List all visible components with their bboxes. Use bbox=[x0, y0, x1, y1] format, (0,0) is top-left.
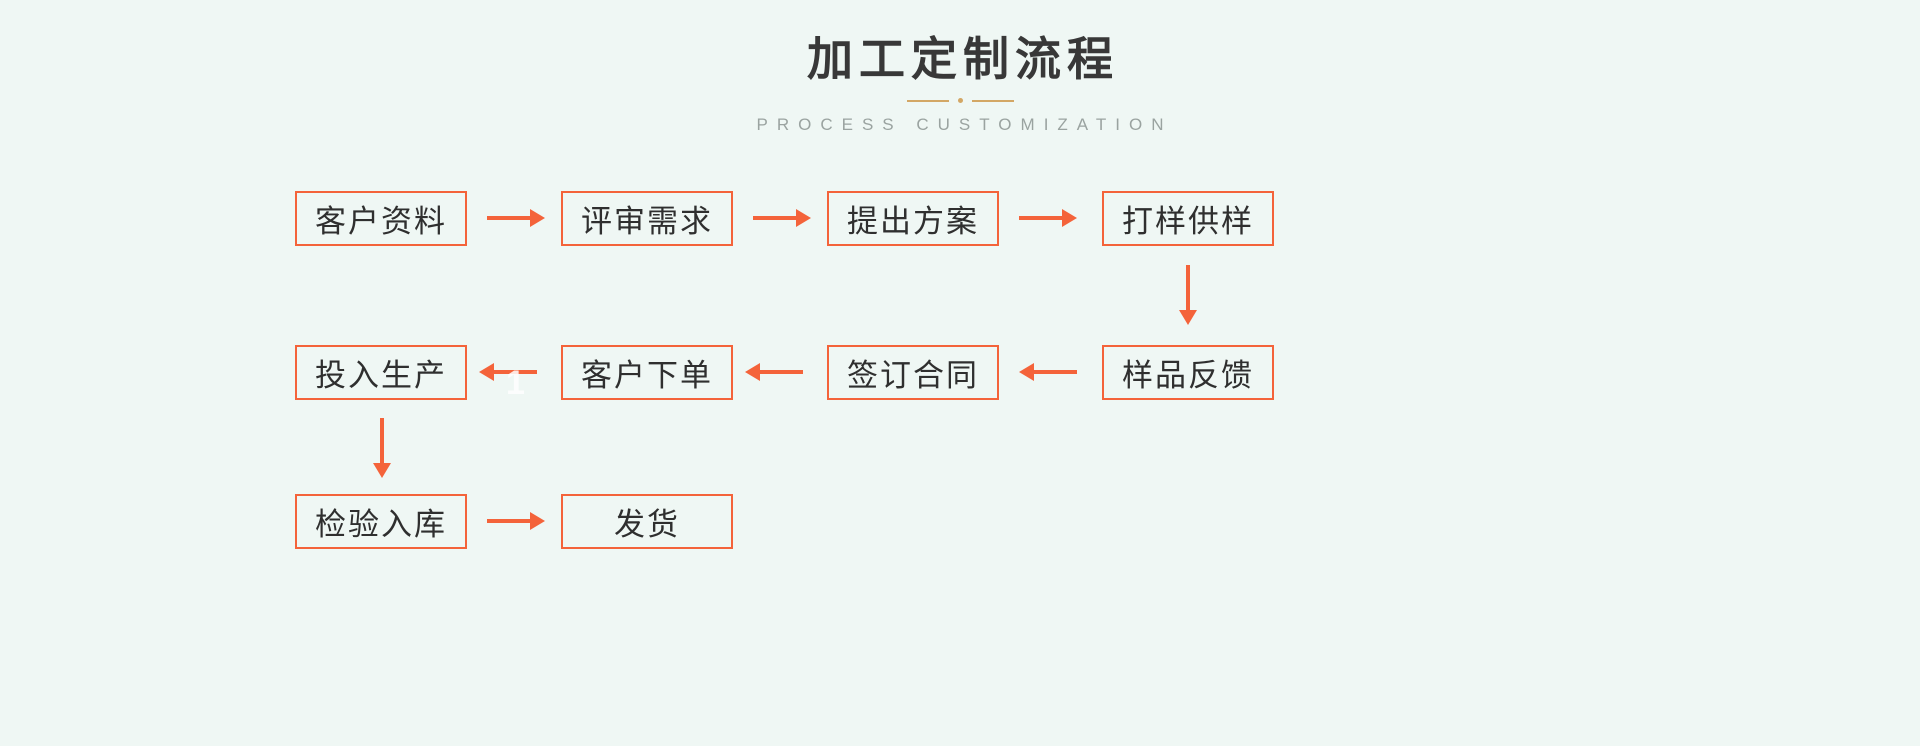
arrow-inspection-to-shipment bbox=[487, 508, 545, 534]
arrow-review-to-proposal bbox=[753, 205, 811, 231]
page-title: 加工定制流程 bbox=[807, 33, 1119, 85]
divider-bar-right bbox=[971, 99, 1014, 102]
flow-node-review-requirements[interactable]: 评审需求 bbox=[561, 191, 733, 246]
arrow-shaft bbox=[760, 370, 803, 374]
flow-node-submit-proposal[interactable]: 提出方案 bbox=[827, 191, 999, 246]
arrow-head bbox=[796, 209, 811, 227]
arrow-shaft bbox=[487, 216, 530, 220]
arrow-sampling-to-feedback bbox=[1175, 265, 1201, 325]
arrow-head bbox=[373, 463, 391, 478]
divider-bar-left bbox=[906, 99, 949, 102]
arrow-head bbox=[745, 363, 760, 381]
divider-dot bbox=[957, 98, 963, 104]
flow-node-start-production[interactable]: 投入生产 bbox=[295, 345, 467, 400]
arrow-shaft bbox=[380, 418, 384, 463]
arrow-customer-info-to-review bbox=[487, 205, 545, 231]
arrow-head bbox=[479, 363, 494, 381]
arrow-shaft bbox=[494, 370, 537, 374]
arrow-head bbox=[530, 512, 545, 530]
flow-node-shipment[interactable]: 发货 bbox=[561, 494, 733, 549]
arrow-shaft bbox=[753, 216, 796, 220]
arrow-head bbox=[1019, 363, 1034, 381]
arrow-proposal-to-sampling bbox=[1019, 205, 1077, 231]
arrow-production-to-inspection bbox=[369, 418, 395, 478]
flow-node-sample-making[interactable]: 打样供样 bbox=[1102, 191, 1274, 246]
arrow-shaft bbox=[1186, 265, 1190, 310]
flow-node-customer-info[interactable]: 客户资料 bbox=[295, 191, 467, 246]
arrow-head bbox=[1179, 310, 1197, 325]
flow-node-sample-feedback[interactable]: 样品反馈 bbox=[1102, 345, 1274, 400]
page-header: 加工定制流程 PROCESS CUSTOMIZATION bbox=[0, 0, 1920, 135]
flow-node-customer-order[interactable]: 客户下单 bbox=[561, 345, 733, 400]
title-divider bbox=[0, 96, 1920, 106]
arrow-feedback-to-contract bbox=[1019, 359, 1077, 385]
flow-node-inspection-warehousing[interactable]: 检验入库 bbox=[295, 494, 467, 549]
arrow-shaft bbox=[1019, 216, 1062, 220]
arrow-order-to-production bbox=[479, 359, 537, 385]
arrow-head bbox=[530, 209, 545, 227]
arrow-shaft bbox=[1034, 370, 1077, 374]
watermark-digit: 1 bbox=[506, 364, 525, 402]
arrow-shaft bbox=[487, 519, 530, 523]
arrow-head bbox=[1062, 209, 1077, 227]
arrow-contract-to-order bbox=[745, 359, 803, 385]
page-subtitle: PROCESS CUSTOMIZATION bbox=[756, 114, 1173, 134]
flow-node-sign-contract[interactable]: 签订合同 bbox=[827, 345, 999, 400]
